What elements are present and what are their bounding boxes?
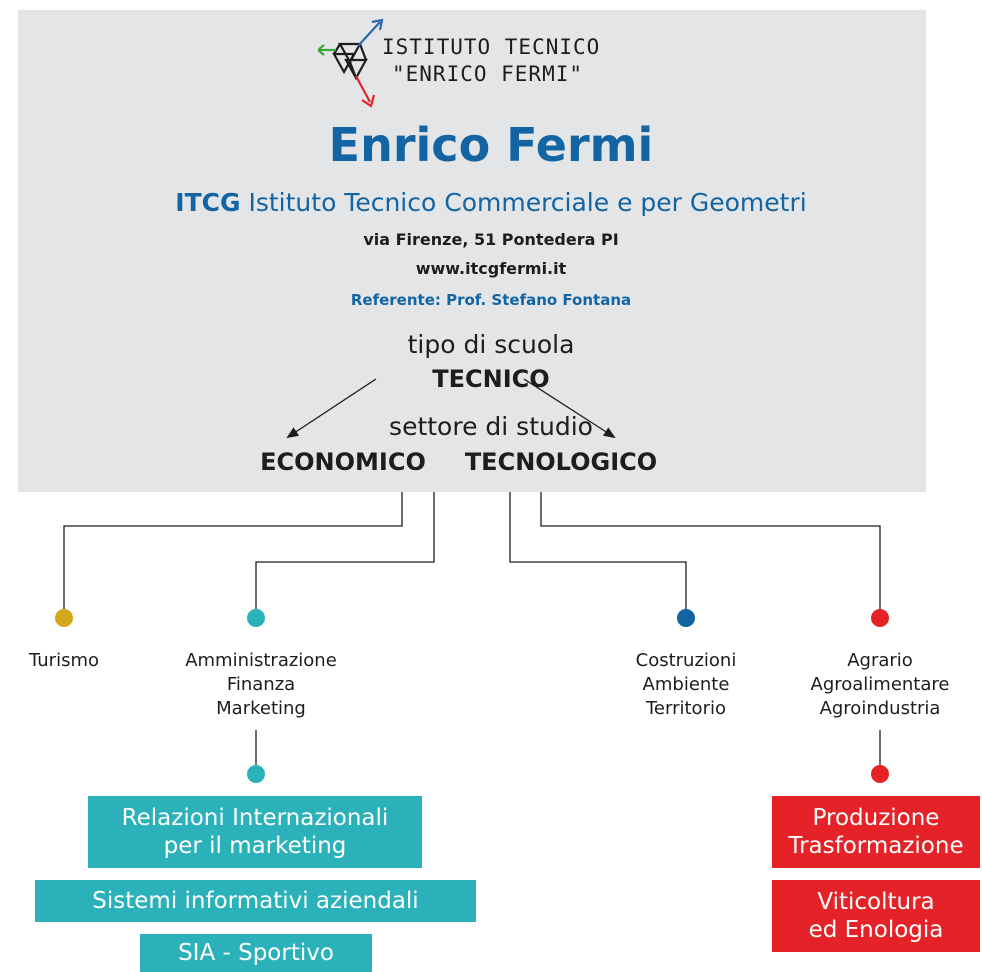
school-type: TECNICO bbox=[432, 365, 550, 393]
option-sistemi-line-1: Sistemi informativi aziendali bbox=[92, 888, 419, 914]
option-relazioni-line-2: per il marketing bbox=[163, 833, 347, 859]
option-relazioni-internazionali[interactable]: Relazioni Internazionali per il marketin… bbox=[88, 796, 422, 868]
school-address: via Firenze, 51 Pontedera PI bbox=[363, 230, 619, 249]
option-produzione-line-2: Trasformazione bbox=[788, 833, 964, 859]
arrow-to-economico bbox=[286, 378, 377, 439]
dot-afm-options bbox=[247, 765, 265, 783]
sector-economico: ECONOMICO bbox=[260, 448, 426, 476]
school-acronym: ITCG bbox=[175, 188, 241, 217]
option-relazioni-line-1: Relazioni Internazionali bbox=[121, 805, 389, 831]
branch-cat-line-1: Costruzioni bbox=[635, 650, 737, 671]
option-produzione-trasformazione[interactable]: Produzione Trasformazione bbox=[772, 796, 980, 868]
option-sistemi-informativi[interactable]: Sistemi informativi aziendali bbox=[35, 880, 476, 922]
school-logo bbox=[318, 18, 384, 108]
branch-turismo: Turismo bbox=[29, 650, 99, 671]
school-subtitle: ITCG Istituto Tecnico Commerciale e per … bbox=[0, 188, 982, 217]
school-website[interactable]: www.itcgfermi.it bbox=[415, 259, 567, 278]
logo-text: ISTITUTO TECNICO "ENRICO FERMI" bbox=[382, 34, 622, 88]
school-full-name: Istituto Tecnico Commerciale e per Geome… bbox=[248, 188, 807, 217]
option-sia-line-1: SIA - Sportivo bbox=[178, 940, 334, 966]
connector-agrario bbox=[540, 492, 881, 610]
option-viticoltura-line-2: ed Enologia bbox=[808, 917, 944, 943]
branch-afm-line-2: Finanza bbox=[226, 674, 296, 695]
option-viticoltura-enologia[interactable]: Viticoltura ed Enologia bbox=[772, 880, 980, 952]
sector-label: settore di studio bbox=[389, 412, 593, 441]
connector-turismo bbox=[63, 492, 403, 610]
dot-agrario-options bbox=[871, 765, 889, 783]
dot-afm bbox=[247, 609, 265, 627]
branch-afm-line-3: Marketing bbox=[216, 698, 306, 719]
branch-cat: Costruzioni Ambiente Territorio bbox=[596, 649, 776, 721]
option-viticoltura-line-1: Viticoltura bbox=[817, 889, 935, 915]
logo-line-1: ISTITUTO TECNICO bbox=[382, 35, 601, 59]
branch-afm-line-1: Amministrazione bbox=[185, 650, 337, 671]
school-referent: Referente: Prof. Stefano Fontana bbox=[350, 291, 632, 309]
branch-agrario-line-2: Agroalimentare bbox=[810, 674, 950, 695]
header-panel bbox=[18, 10, 926, 492]
dot-turismo bbox=[55, 609, 73, 627]
branch-cat-line-2: Ambiente bbox=[642, 674, 730, 695]
branch-afm: Amministrazione Finanza Marketing bbox=[146, 649, 376, 721]
school-name: Enrico Fermi bbox=[328, 118, 654, 172]
dot-cat bbox=[677, 609, 695, 627]
branch-agrario: Agrario Agroalimentare Agroindustria bbox=[790, 649, 970, 721]
option-sia-sportivo[interactable]: SIA - Sportivo bbox=[140, 934, 372, 972]
school-type-label: tipo di scuola bbox=[407, 330, 575, 359]
option-produzione-line-1: Produzione bbox=[812, 805, 940, 831]
connector-afm bbox=[255, 492, 435, 610]
branch-agrario-line-3: Agroindustria bbox=[819, 698, 941, 719]
arrow-to-tecnologico bbox=[523, 378, 616, 439]
dot-agrario bbox=[871, 609, 889, 627]
sector-tecnologico: TECNOLOGICO bbox=[464, 448, 658, 476]
connector-cat bbox=[509, 492, 687, 610]
logo-line-2: "ENRICO FERMI" bbox=[392, 62, 584, 86]
branch-cat-line-3: Territorio bbox=[646, 698, 726, 719]
branch-agrario-line-1: Agrario bbox=[847, 650, 913, 671]
